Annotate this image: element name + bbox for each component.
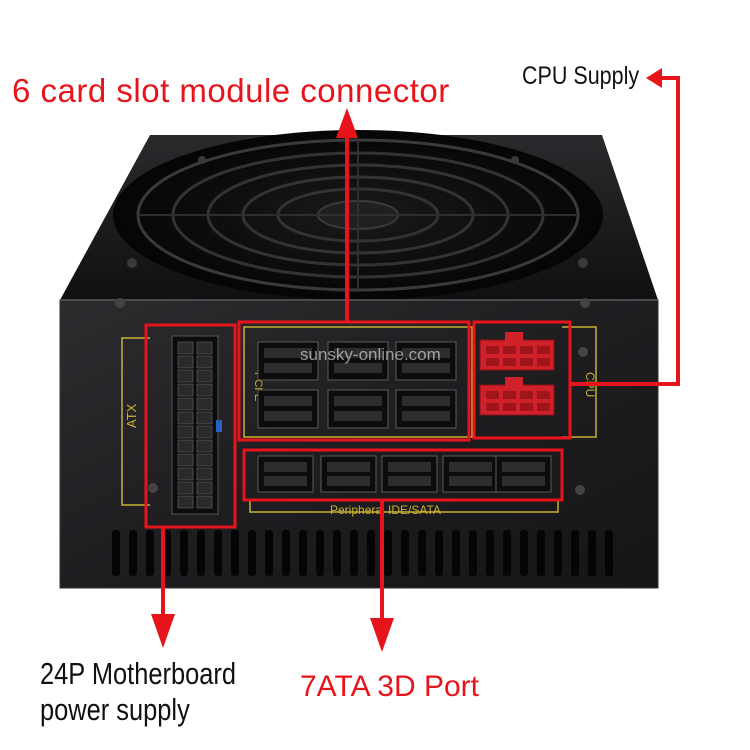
fan-screw <box>578 258 588 268</box>
vent-slots <box>112 530 613 576</box>
motherboard-supply-label-line1: 24P Motherboard <box>40 656 236 691</box>
cpu-callout-line <box>570 76 680 386</box>
cpu-arrowhead <box>646 68 662 88</box>
fan-screw <box>127 258 137 268</box>
peripheral-print: Peripheral IDE/SATA <box>330 503 441 517</box>
motherboard-supply-label-line2: power supply <box>40 692 190 727</box>
atx-24pin-connector <box>171 335 222 515</box>
peripheral-pin-rows <box>264 462 545 486</box>
panel-screw <box>580 298 590 308</box>
fan-screw <box>511 156 519 164</box>
pcie-pin-rows <box>264 348 450 421</box>
peripheral-connectors <box>257 455 552 493</box>
cpu-supply-label: CPU Supply <box>522 62 640 90</box>
panel-screw <box>575 485 585 495</box>
ata-port-label: 7ATA 3D Port <box>300 670 479 703</box>
callout-arrows <box>151 68 680 652</box>
pcie-highlight-box <box>237 320 471 442</box>
ata-arrowhead <box>370 618 394 652</box>
panel-screw <box>578 347 588 357</box>
atx-print: ATX <box>124 403 139 428</box>
panel-screw <box>148 483 158 493</box>
fan-grille <box>113 130 603 300</box>
panel-screw <box>115 298 125 308</box>
cpu-highlight-box <box>472 320 572 440</box>
atx-arrowhead <box>151 614 175 648</box>
cpu-connectors <box>479 332 555 416</box>
watermark: sunsky-online.com <box>300 345 441 364</box>
pcie-arrowhead <box>336 108 358 138</box>
peripheral-highlight-box <box>242 448 564 502</box>
pcie-module-connector-label: 6 card slot module connector <box>12 72 450 109</box>
highlight-boxes <box>144 320 572 529</box>
atx-highlight-box <box>144 323 237 529</box>
fan-screw <box>198 156 206 164</box>
